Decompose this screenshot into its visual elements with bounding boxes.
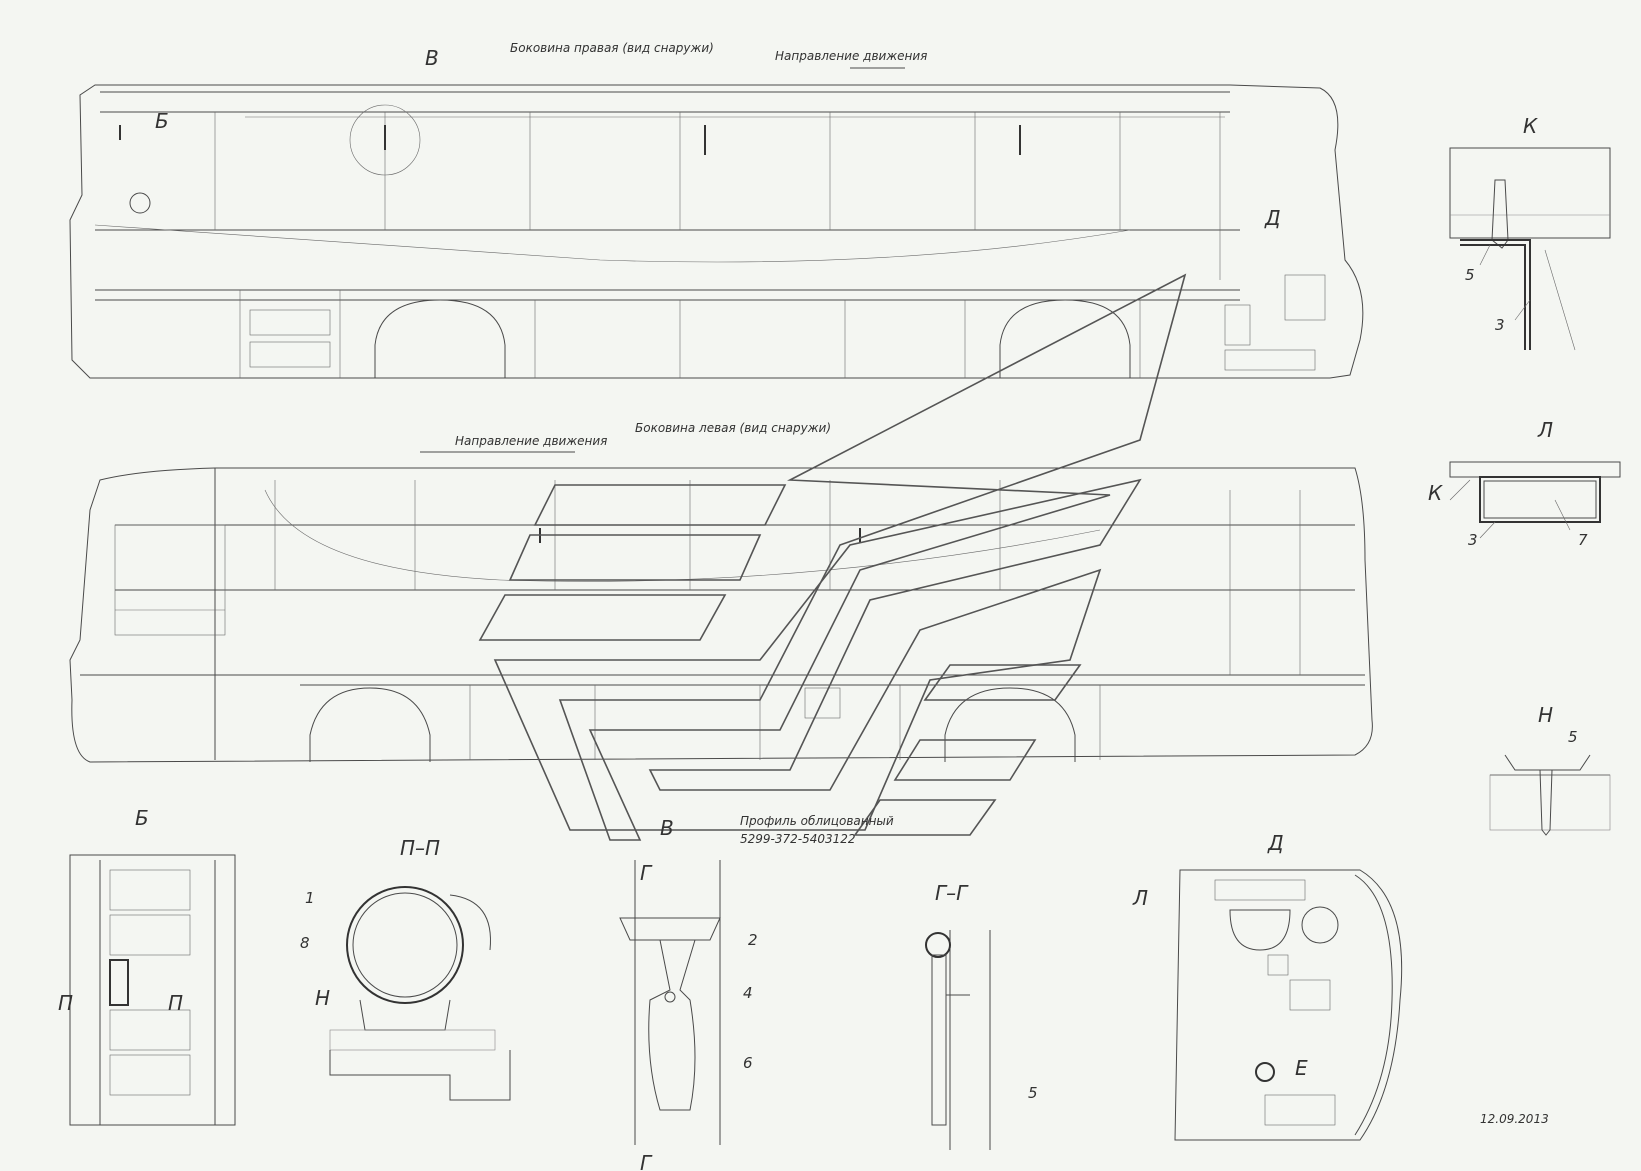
callout-k5: 5: [1465, 266, 1475, 284]
bus-right-side-view: [69, 84, 1364, 379]
watermark-logo: [478, 273, 1187, 841]
callout-pp1: 1: [305, 889, 315, 907]
detail-L: [1449, 461, 1621, 539]
callout-v6: 6: [743, 1054, 753, 1072]
callout-v4: 4: [743, 984, 753, 1002]
callout-n5: 5: [1568, 728, 1578, 746]
mark-K-in-L: К: [1428, 481, 1443, 505]
view-D: [1174, 869, 1403, 1141]
profile-note-1: Профиль облицованный: [740, 814, 894, 828]
mark-PP-title: П–П: [400, 836, 440, 860]
direction-top-label: Направление движения: [775, 49, 927, 63]
mark-K-title: К: [1523, 114, 1538, 138]
callout-v2: 2: [748, 931, 758, 949]
mark-V-top: В: [425, 46, 439, 70]
mark-G-top: Г: [640, 861, 653, 885]
callout-k3: 3: [1495, 316, 1505, 334]
callout-gg5: 5: [1028, 1084, 1038, 1102]
mark-D-top: Д: [1264, 206, 1281, 230]
mark-P-left: П: [58, 991, 73, 1015]
mark-B-title: Б: [135, 806, 149, 830]
mark-E-d: Е: [1295, 1056, 1308, 1080]
mark-V-title: В: [660, 816, 674, 840]
direction-bottom-label: Направление движения: [455, 434, 607, 448]
view-B: [69, 854, 236, 1126]
detail-K: [1449, 147, 1611, 351]
callout-l3: 3: [1468, 531, 1478, 549]
view-V: [619, 860, 721, 1145]
left-side-title: Боковина левая (вид снаружи): [635, 421, 831, 435]
mark-N-pp: Н: [315, 986, 330, 1010]
mark-GG-title: Г–Г: [935, 881, 969, 905]
date-label: 12.09.2013: [1480, 1112, 1549, 1126]
mark-L-d: Л: [1132, 886, 1148, 910]
section-PP: [329, 886, 511, 1101]
section-GG: [925, 930, 991, 1150]
mark-P-right: П: [168, 991, 183, 1015]
callout-l7: 7: [1578, 531, 1588, 549]
mark-G-bottom: Г: [640, 1151, 653, 1171]
bus-left-side-view: [69, 467, 1373, 763]
mark-N-title: Н: [1538, 703, 1553, 727]
mark-L-title: Л: [1537, 418, 1553, 442]
mark-B-top: Б: [155, 109, 169, 133]
mark-D-title: Д: [1267, 831, 1284, 855]
callout-pp8: 8: [300, 934, 310, 952]
right-side-title: Боковина правая (вид снаружи): [510, 41, 714, 55]
profile-note-2: 5299-372-5403122: [740, 832, 856, 846]
detail-N: [1489, 754, 1611, 836]
